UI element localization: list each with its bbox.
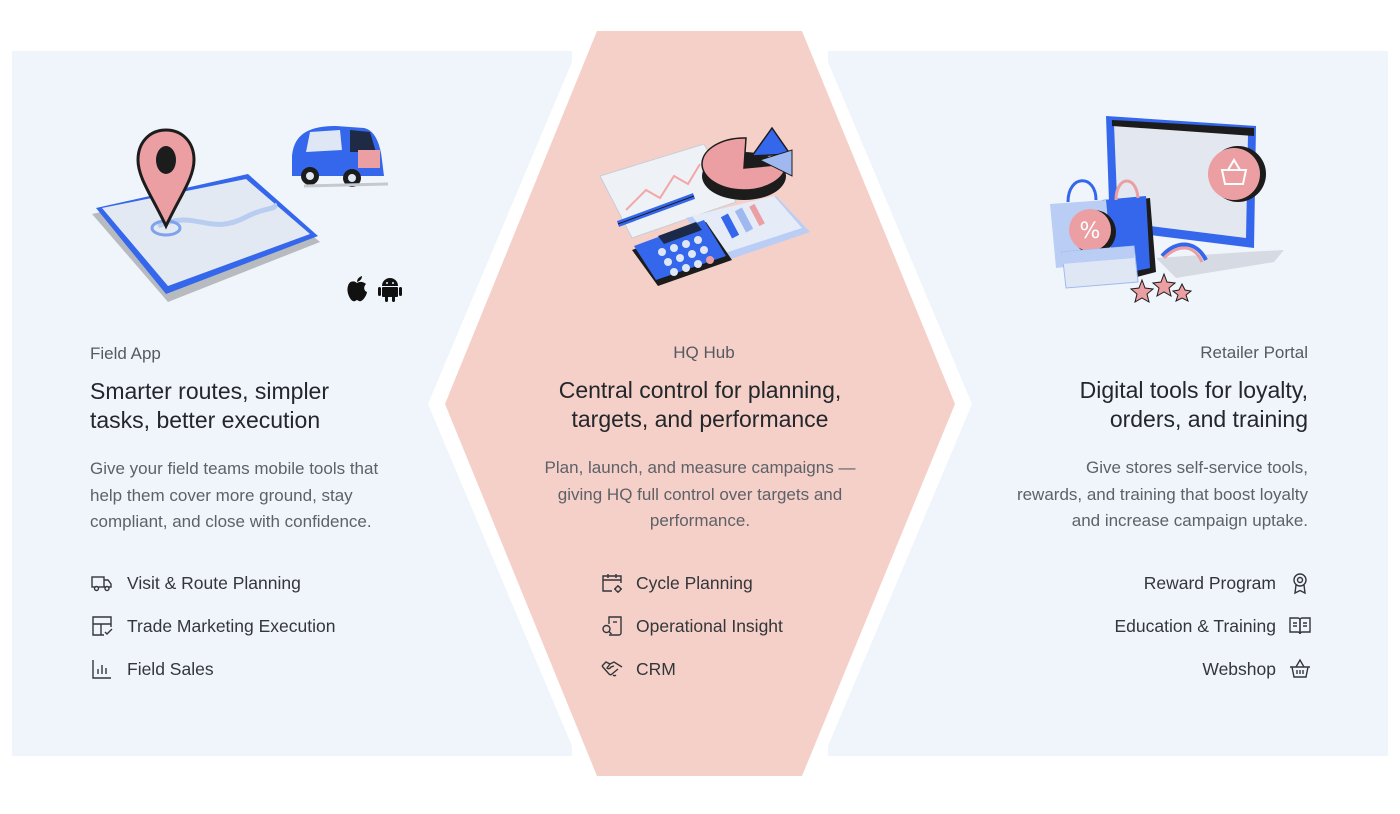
open-book-icon [1288, 614, 1312, 638]
headline-line: Central control for planning, [558, 377, 842, 403]
panel-eyebrow: HQ Hub [673, 343, 735, 362]
feature-item-trade-marketing-execution[interactable]: Trade Marketing Execution [90, 605, 450, 648]
description-line: performance. [649, 511, 751, 530]
feature-label: Webshop [1202, 658, 1276, 679]
field-app-panel: Field App Smarter routes, simpler tasks,… [90, 344, 450, 691]
feature-item-cycle-planning[interactable]: Cycle Planning [600, 562, 880, 605]
panel-eyebrow: Retailer Portal [1200, 343, 1308, 362]
svg-text:%: % [1080, 219, 1101, 244]
headline-line: Smarter routes, simpler [90, 378, 330, 404]
feature-list: Reward Program Education & Training Webs… [952, 562, 1312, 691]
feature-list: Visit & Route Planning Trade Marketing E… [90, 562, 450, 691]
map-illustration [92, 126, 389, 302]
panel-description: Plan, launch, and measure campaigns — gi… [520, 455, 880, 535]
panel-headline: Digital tools for loyalty, orders, and t… [952, 376, 1312, 434]
panel-description: Give stores self-service tools, rewards,… [952, 455, 1312, 535]
feature-item-operational-insight[interactable]: Operational Insight [600, 605, 880, 648]
hq-hub-panel: HQ Hub Central control for planning, tar… [520, 343, 880, 691]
description-line: Plan, launch, and measure campaigns — [544, 458, 856, 477]
description-line: rewards, and training that boost loyalty [1016, 484, 1308, 504]
calculator-icon [632, 220, 732, 286]
panel-headline: Smarter routes, simpler tasks, better ex… [90, 377, 450, 435]
headline-line: targets, and performance [571, 406, 829, 432]
panel-headline: Central control for planning, targets, a… [520, 376, 880, 434]
description-line: Give your field teams mobile tools that [90, 459, 379, 478]
truck-icon [90, 571, 114, 595]
platform-icons [346, 276, 406, 304]
feature-label: CRM [636, 658, 676, 679]
pie-chart-icon [701, 126, 793, 200]
retail-illustration: % [1050, 116, 1284, 304]
panel-eyebrow: Field App [90, 344, 161, 363]
discount-badge-icon: % [1069, 209, 1116, 254]
feature-label: Field Sales [127, 658, 214, 679]
car-icon [292, 126, 389, 188]
panel-description: Give your field teams mobile tools that … [90, 456, 450, 536]
shopping-basket-icon [1288, 657, 1312, 681]
feature-label: Visit & Route Planning [127, 572, 301, 593]
description-line: Give stores self-service tools, [1085, 458, 1308, 477]
bar-chart-icon [90, 657, 114, 681]
basket-badge-icon [1208, 146, 1266, 202]
description-line: giving HQ full control over targets and [557, 484, 843, 504]
feature-item-visit-route-planning[interactable]: Visit & Route Planning [90, 562, 450, 605]
feature-item-webshop[interactable]: Webshop [952, 648, 1312, 691]
layout-check-icon [90, 614, 114, 638]
retailer-portal-panel: Retailer Portal Digital tools for loyalt… [952, 343, 1312, 691]
headline-line: Digital tools for loyalty, [1079, 377, 1308, 403]
feature-item-crm[interactable]: CRM [600, 648, 880, 691]
headline-line: orders, and training [1109, 406, 1308, 432]
feature-label: Education & Training [1114, 615, 1277, 636]
description-line: help them cover more ground, stay [90, 485, 353, 505]
description-line: and increase campaign uptake. [1071, 511, 1308, 530]
feature-label: Reward Program [1143, 572, 1276, 593]
feature-label: Trade Marketing Execution [127, 615, 336, 636]
location-pin-icon [136, 128, 196, 230]
award-ribbon-icon [1288, 571, 1312, 595]
apple-icon [346, 276, 368, 302]
handshake-icon [600, 657, 624, 681]
android-icon [378, 276, 402, 302]
feature-item-field-sales[interactable]: Field Sales [90, 648, 450, 691]
description-line: compliant, and close with confidence. [90, 512, 372, 531]
feature-list: Cycle Planning Operational Insight CRM [600, 562, 880, 691]
document-search-icon [600, 614, 624, 638]
center-hexagon-bg [445, 31, 955, 776]
calendar-gear-icon [600, 571, 624, 595]
feature-item-reward-program[interactable]: Reward Program [952, 562, 1312, 605]
feature-item-education-training[interactable]: Education & Training [952, 605, 1312, 648]
feature-label: Operational Insight [636, 615, 783, 636]
feature-label: Cycle Planning [636, 572, 753, 593]
headline-line: tasks, better execution [90, 407, 321, 433]
stars-icon [1129, 272, 1193, 304]
analytics-illustration [599, 126, 810, 286]
